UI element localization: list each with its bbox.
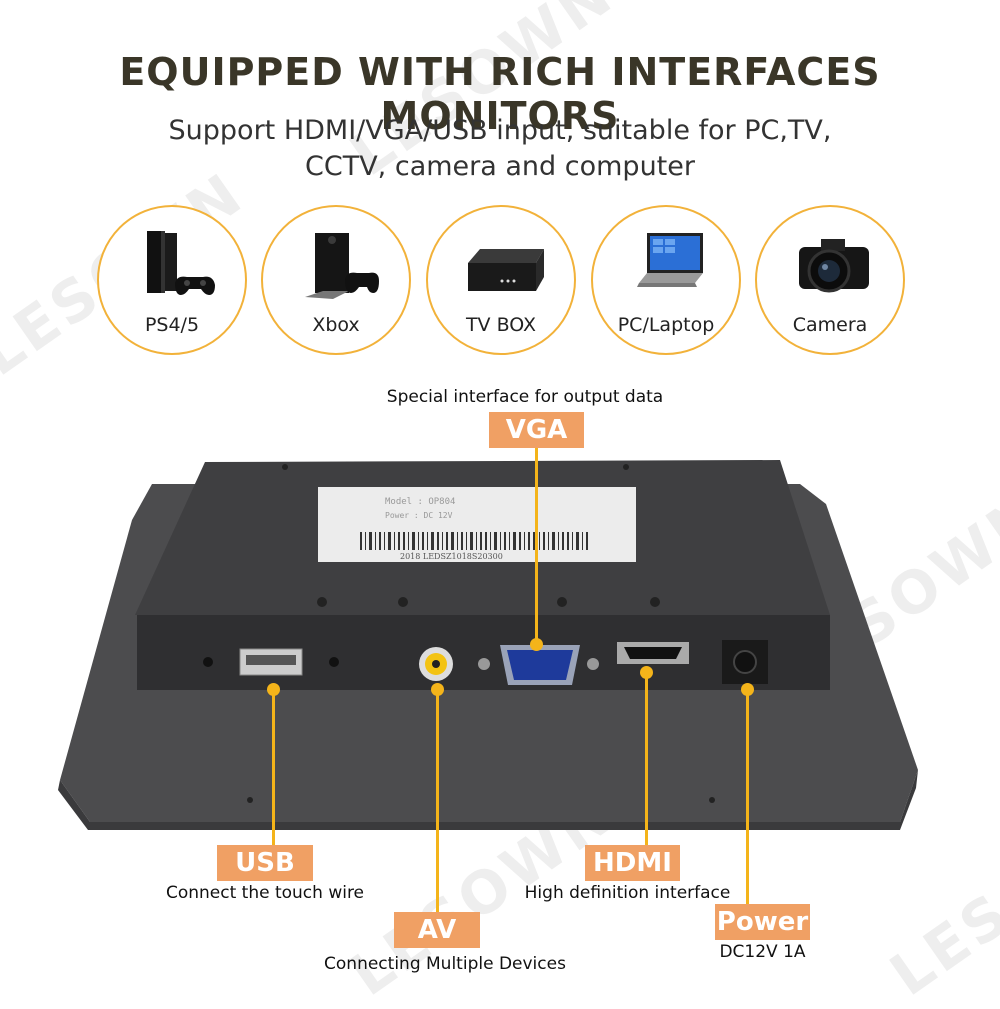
device-label-camera: Camera: [792, 314, 868, 336]
xbox-console-icon: [293, 225, 383, 307]
power-connector-line: [746, 690, 749, 905]
sticker-power: Power : DC 12V: [385, 511, 453, 520]
hdmi-badge: HDMI: [585, 845, 680, 881]
device-label-tvbox: TV BOX: [465, 314, 537, 336]
hdmi-connector-dot: [640, 666, 653, 679]
device-tvbox-circle: TV BOX: [426, 205, 576, 355]
device-label-xbox: Xbox: [312, 314, 360, 336]
subtitle-line-1: Support HDMI/VGA/USB input, suitable for…: [168, 115, 832, 146]
device-ps4-circle: PS4/5: [97, 205, 247, 355]
av-badge: AV: [394, 912, 480, 948]
power-badge: Power: [715, 904, 810, 940]
device-label-ps4: PS4/5: [144, 314, 200, 336]
vga-connector-line: [535, 448, 538, 643]
device-xbox-circle: Xbox: [261, 205, 411, 355]
av-connector-dot: [431, 683, 444, 696]
av-description: Connecting Multiple Devices: [324, 954, 566, 974]
power-connector-dot: [741, 683, 754, 696]
page-title: EQUIPPED WITH RICH INTERFACES MONITORS: [119, 50, 881, 138]
usb-description: Connect the touch wire: [165, 883, 365, 903]
usb-connector-line: [272, 690, 275, 845]
game-console-icon: [129, 225, 219, 307]
sticker-serial: 2018 LEDSZ1018S20300: [400, 552, 503, 561]
sticker-model: Model : OP804: [385, 497, 455, 507]
subtitle-line-2: CCTV, camera and computer: [305, 151, 695, 182]
vga-description: Special interface for output data: [386, 387, 664, 407]
device-camera-circle: Camera: [755, 205, 905, 355]
device-laptop-circle: PC/Laptop: [591, 205, 741, 355]
monitor-rear-image: Model : OP804 Power : DC 12V 2018 LEDSZ1…: [58, 460, 918, 830]
laptop-icon: [623, 225, 713, 307]
camera-icon: [787, 225, 877, 307]
hdmi-description: High definition interface: [524, 883, 731, 903]
power-description: DC12V 1A: [719, 942, 806, 962]
av-connector-line: [436, 690, 439, 915]
vga-badge: VGA: [489, 412, 584, 448]
device-label-laptop: PC/Laptop: [617, 314, 715, 336]
usb-connector-dot: [267, 683, 280, 696]
tv-box-icon: [458, 225, 548, 307]
usb-badge: USB: [217, 845, 313, 881]
hdmi-connector-line: [645, 672, 648, 845]
vga-connector-dot: [530, 638, 543, 651]
